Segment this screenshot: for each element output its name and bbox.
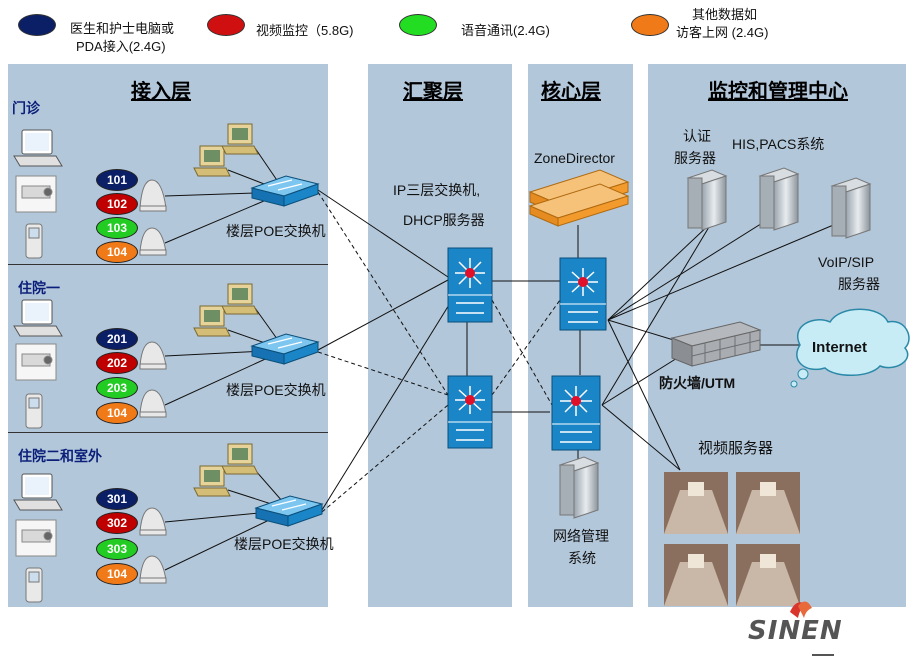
channel-badge: 202 [96, 352, 138, 374]
channel-badge: 302 [96, 512, 138, 534]
legend-dot-voice [399, 14, 437, 36]
camera-icon [15, 519, 57, 557]
internet-cloud-icon [790, 308, 910, 388]
legend-text-other: 其他数据如 访客上网 (2.4G) [676, 6, 768, 42]
aggregation-switch-1-icon [447, 247, 493, 323]
mobile-phone-icon [25, 567, 43, 603]
nms-label-line2: 系统 [568, 550, 596, 566]
video-frame-icon [664, 544, 728, 606]
firewall-icon [670, 321, 762, 367]
core-switch-2-icon [551, 375, 601, 451]
voip-server-icon [830, 177, 872, 239]
access-point-icon [139, 507, 167, 536]
core-layer-title: 核心层 [541, 79, 601, 103]
access-point-icon [139, 179, 167, 212]
voip-server-label-line1: VoIP/SIP [818, 254, 875, 270]
his-pacs-server-icon [758, 167, 800, 231]
pc-icon [193, 443, 259, 497]
floor-poe-switch-label: 楼层POE交换机 [226, 382, 326, 398]
camera-icon [15, 343, 57, 381]
voip-server-label-line2: 服务器 [838, 276, 880, 292]
floor-poe-switch-label: 楼层POE交换机 [234, 536, 334, 552]
video-server-label: 视频服务器 [698, 440, 774, 457]
video-frame-icon [736, 544, 800, 606]
floor-poe-switch-label: 楼层POE交换机 [226, 223, 326, 239]
his-pacs-label: HIS,PACS系统 [732, 136, 825, 152]
aggregation-label-line1: IP三层交换机, [393, 182, 481, 198]
channel-badge: 301 [96, 488, 138, 510]
access-point-icon [139, 227, 167, 256]
auth-server-label-line1: 认证 [683, 128, 711, 144]
channel-badge: 201 [96, 328, 138, 350]
mobile-phone-icon [25, 393, 43, 429]
section-divider [8, 264, 328, 265]
network-management-server-icon [558, 456, 600, 519]
access-point-icon [139, 389, 167, 418]
logo-mark-icon [790, 601, 812, 618]
legend-text-video: 视频监控（5.8G) [256, 23, 354, 38]
floor-poe-switch-2-icon [250, 333, 320, 365]
channel-badge: 102 [96, 193, 138, 215]
section-divider [8, 432, 328, 433]
channel-badge: 103 [96, 217, 138, 239]
laptop-icon [13, 299, 63, 337]
legend-dot-other [631, 14, 669, 36]
zonedirector-icon [528, 169, 630, 227]
section-title-outpatient: 门诊 [12, 100, 40, 116]
video-frame-icon [664, 472, 728, 534]
channel-badge: 104 [96, 563, 138, 585]
video-frame-icon [736, 472, 800, 534]
access-point-icon [139, 341, 167, 370]
legend-pda-line2: PDA接入(2.4G) [76, 39, 166, 54]
channel-badge: 203 [96, 377, 138, 399]
internet-label: Internet [812, 339, 868, 356]
laptop-icon [13, 473, 63, 511]
channel-badge: 104 [96, 402, 138, 424]
floor-poe-switch-1-icon [250, 175, 320, 207]
legend-other-line1: 其他数据如 [692, 7, 758, 22]
legend-pda-line1: 医生和护士电脑或 [70, 21, 175, 36]
section-title-inpatient-2: 住院二和室外 [18, 448, 102, 464]
pc-icon [193, 123, 259, 177]
management-center-title: 监控和管理中心 [708, 79, 848, 103]
legend-other-line2: 访客上网 (2.4G) [676, 25, 769, 40]
access-layer-title: 接入层 [131, 79, 191, 103]
legend-dot-video [207, 14, 245, 36]
auth-server-icon [686, 169, 728, 231]
legend-text-pda: 医生和护士电脑或 PDA接入(2.4G) [70, 20, 174, 56]
floor-poe-switch-3-icon [254, 495, 324, 527]
channel-badge: 303 [96, 538, 138, 560]
access-point-icon [139, 555, 167, 584]
pc-icon [193, 283, 259, 337]
company-logo: SINEN [748, 616, 843, 646]
video-server-thumbnails [664, 472, 800, 606]
firewall-label: 防火墙/UTM [659, 375, 736, 391]
laptop-icon [13, 129, 63, 167]
auth-server-label-line2: 服务器 [674, 150, 716, 166]
legend-text-voice: 语音通讯(2.4G) [461, 23, 550, 38]
logo-underline [812, 654, 834, 656]
aggregation-layer-title: 汇聚层 [403, 79, 463, 103]
legend-dot-pda [18, 14, 56, 36]
nms-label-line1: 网络管理 [553, 528, 609, 544]
mobile-phone-icon [25, 223, 43, 259]
channel-badge: 104 [96, 241, 138, 263]
aggregation-switch-2-icon [447, 375, 493, 449]
section-title-inpatient-1: 住院一 [18, 280, 60, 296]
channel-badge: 101 [96, 169, 138, 191]
core-switch-1-icon [559, 257, 607, 331]
zonedirector-label: ZoneDirector [534, 150, 615, 166]
camera-icon [15, 175, 57, 213]
aggregation-layer-panel [368, 64, 512, 607]
aggregation-label-line2: DHCP服务器 [403, 212, 485, 228]
